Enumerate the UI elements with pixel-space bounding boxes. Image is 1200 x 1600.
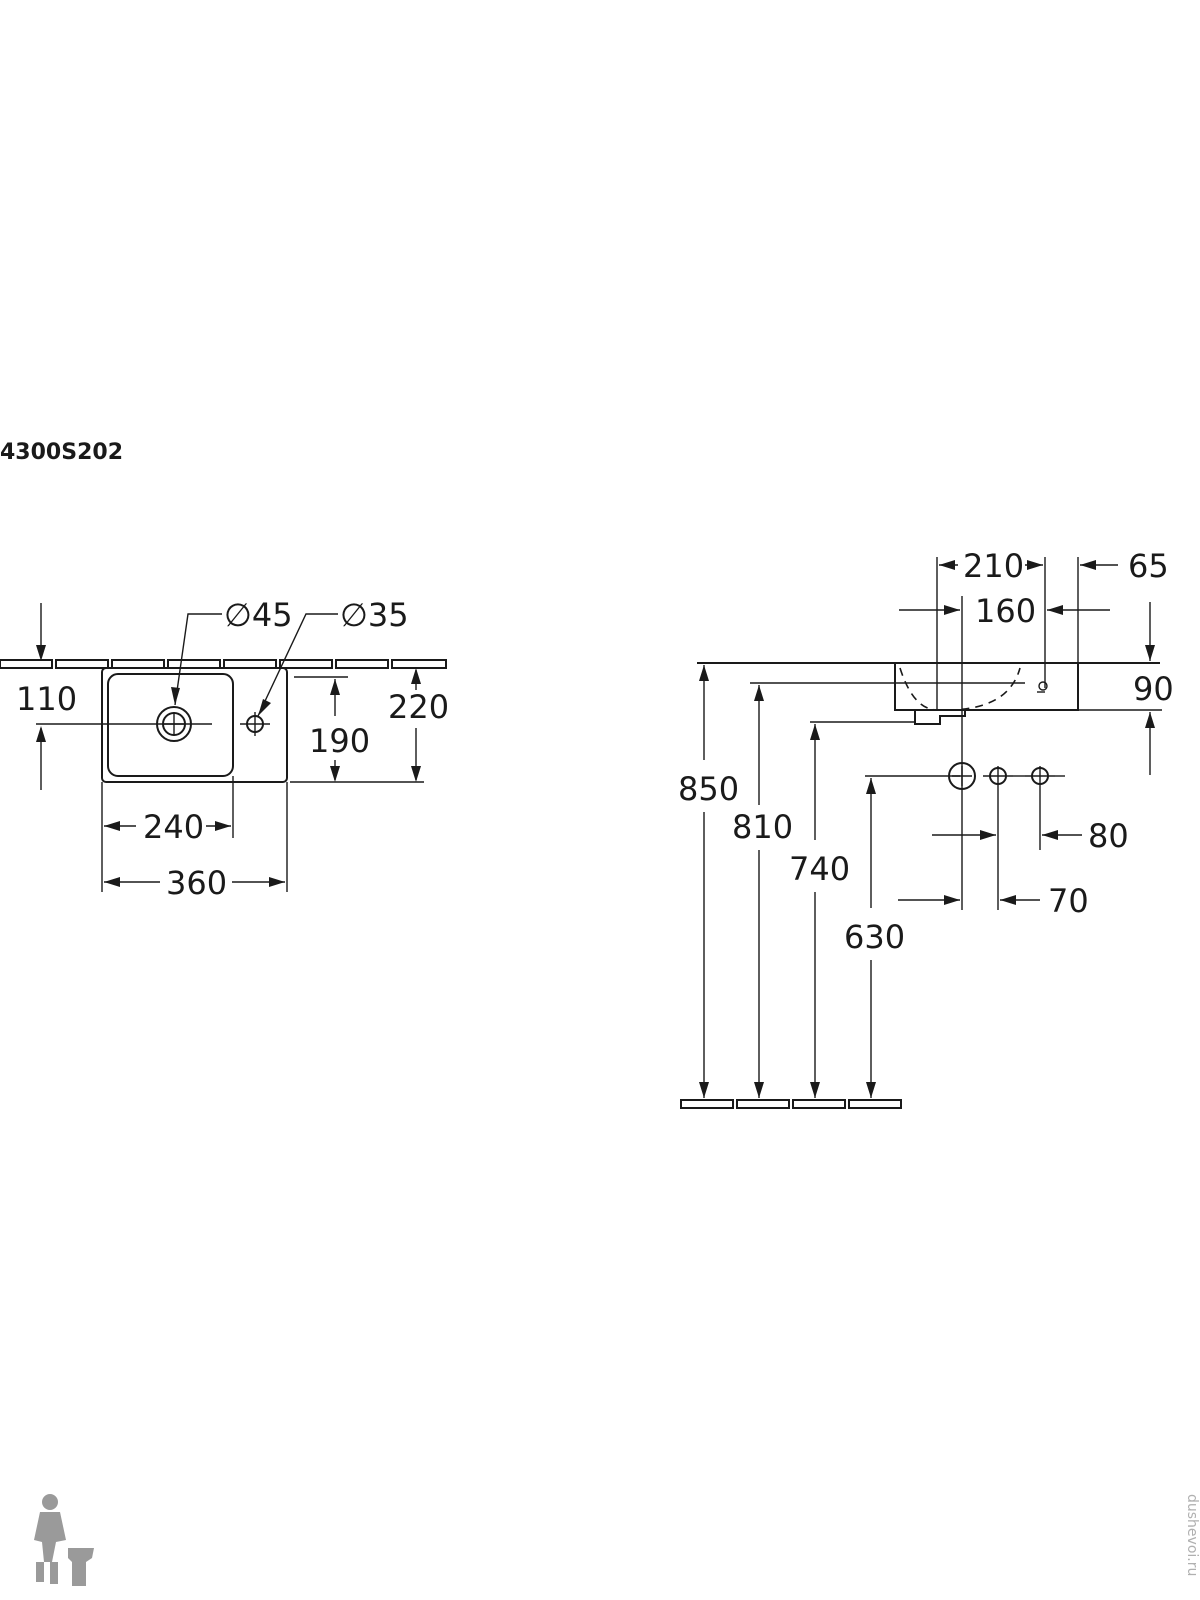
label-110: 110 [16,680,77,718]
water-supply-icon [983,766,1013,786]
label-65: 65 [1128,547,1169,585]
basin-bowl [107,673,234,777]
label-850: 850 [678,770,739,808]
floor-tiles [680,1099,902,1109]
plumber-logo-icon [34,1494,94,1586]
side-view: 210 65 160 90 850 810 740 [678,547,1174,1109]
label-bowl-diameter: ∅45 [224,596,293,634]
label-tap-diameter: ∅35 [340,596,409,634]
label-220: 220 [388,688,449,726]
label-160: 160 [975,592,1036,630]
label-70: 70 [1048,882,1089,920]
label-80: 80 [1088,817,1129,855]
label-240: 240 [143,808,204,846]
waste-pipe-icon [948,762,976,790]
watermark-text: dushevoi.ru [1184,1494,1200,1576]
label-190: 190 [309,722,370,760]
label-90: 90 [1133,670,1174,708]
label-210: 210 [963,547,1024,585]
top-view: ∅45 ∅35 110 190 220 240 [0,596,449,902]
water-supply-icon [1025,766,1055,786]
label-630: 630 [844,918,905,956]
product-code: 4300S202 [0,440,123,465]
basin-outline [101,667,288,783]
drain-icon [156,706,192,742]
label-740: 740 [789,850,850,888]
tap-hole-icon [240,712,270,736]
label-360: 360 [166,864,227,902]
wall-tiles [0,659,447,669]
label-810: 810 [732,808,793,846]
